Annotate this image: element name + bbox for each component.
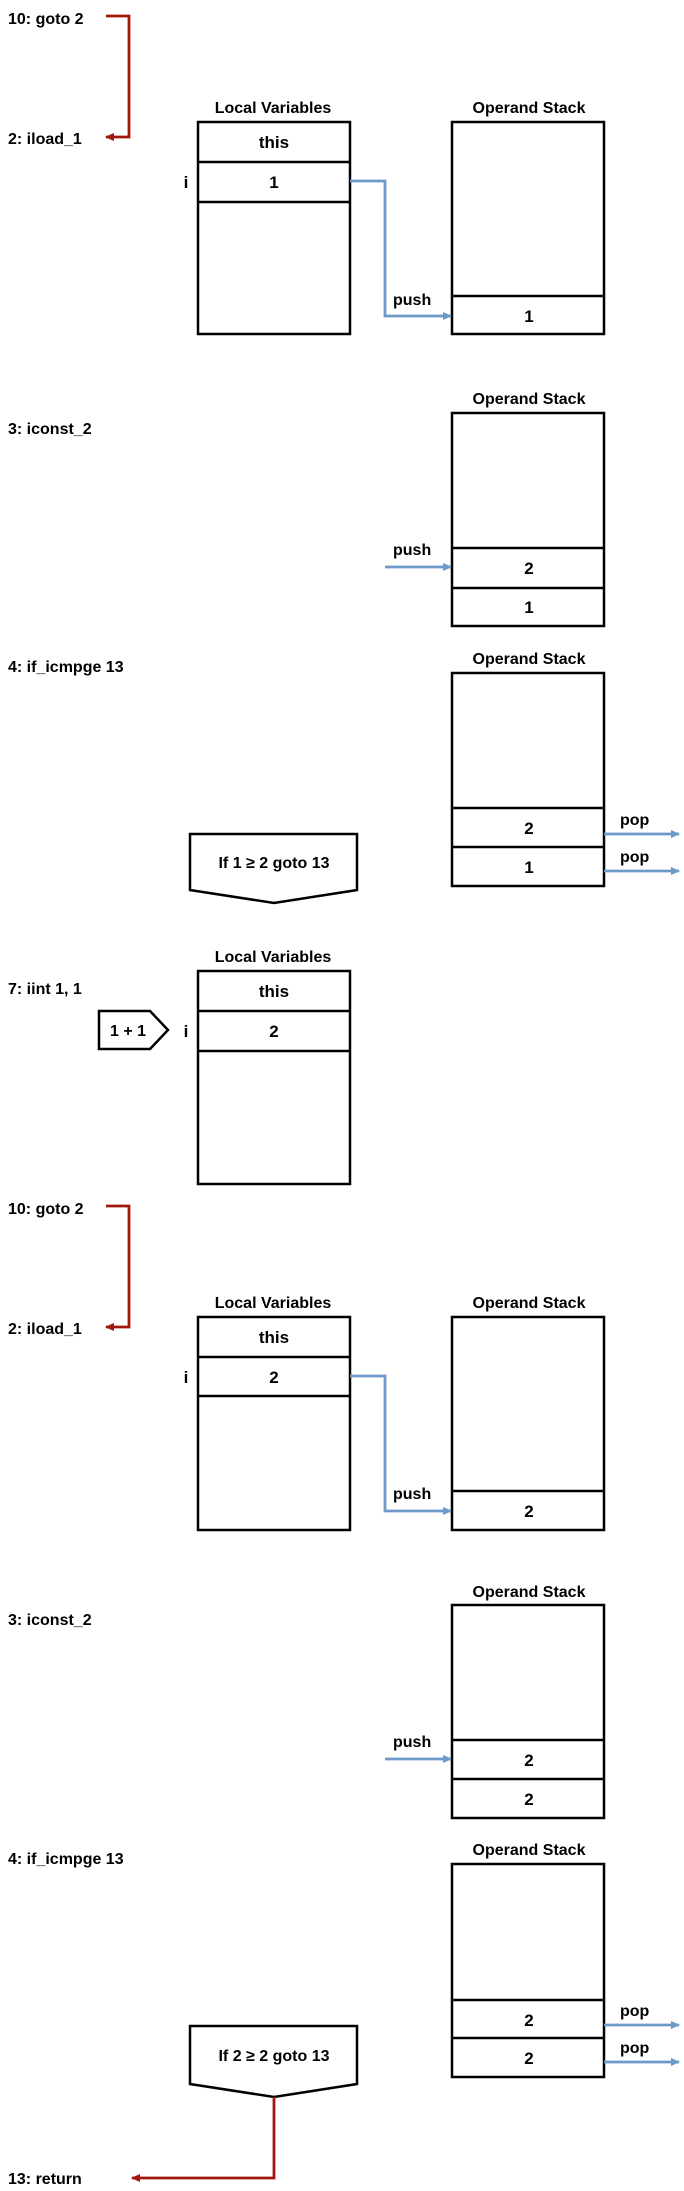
local-var-i-value: 2 bbox=[269, 1022, 278, 1041]
stack-slot-bottom: 2 bbox=[524, 2049, 533, 2068]
instruction-iload-1: 2: iload_1 bbox=[8, 1321, 82, 1338]
condition-callout bbox=[188, 832, 359, 905]
push-label: push bbox=[393, 542, 431, 559]
pop-label-top: pop bbox=[620, 812, 650, 829]
instruction-goto-2: 10: goto 2 bbox=[8, 1201, 84, 1218]
stack-slot-top: 2 bbox=[524, 1751, 533, 1770]
local-var-i-value: 1 bbox=[269, 173, 278, 192]
pop-label-bottom: pop bbox=[620, 2040, 650, 2057]
step-goto-iload-2: 10: goto 2 2: iload_1 Local Variables th… bbox=[8, 1201, 606, 1532]
operand-stack-title: Operand Stack bbox=[473, 391, 586, 408]
local-var-this: this bbox=[259, 982, 289, 1001]
stack-slot-top: 2 bbox=[524, 559, 533, 578]
local-var-i-label: i bbox=[184, 1368, 189, 1387]
instruction-goto-2: 10: goto 2 bbox=[8, 11, 84, 28]
instruction-if-icmpge: 4: if_icmpge 13 bbox=[8, 659, 124, 676]
operand-stack-title: Operand Stack bbox=[473, 1295, 586, 1312]
local-variables-title: Local Variables bbox=[215, 100, 332, 117]
goto-arrow bbox=[105, 14, 131, 141]
local-var-this: this bbox=[259, 1328, 289, 1347]
instruction-iinc: 7: iint 1, 1 bbox=[8, 981, 82, 998]
step-iinc: 7: iint 1, 1 Local Variables this i 2 1 … bbox=[8, 949, 352, 1186]
stack-slot-value: 1 bbox=[524, 307, 533, 326]
local-var-i-label: i bbox=[184, 1022, 189, 1041]
local-var-this: this bbox=[259, 133, 289, 152]
local-variables-title: Local Variables bbox=[215, 949, 332, 966]
push-arrow bbox=[350, 1374, 452, 1515]
pop-label-top: pop bbox=[620, 2003, 650, 2020]
return-arrow bbox=[131, 2097, 276, 2182]
local-var-i-label: i bbox=[184, 173, 189, 192]
operand-stack-title: Operand Stack bbox=[473, 1584, 586, 1601]
operand-stack bbox=[450, 411, 606, 628]
stack-slot-bottom: 1 bbox=[524, 598, 533, 617]
instruction-iconst-2: 3: iconst_2 bbox=[8, 1612, 92, 1629]
operand-stack bbox=[450, 671, 606, 888]
operand-stack-title: Operand Stack bbox=[473, 100, 586, 117]
stack-slot-top: 2 bbox=[524, 2011, 533, 2030]
add-text: 1 + 1 bbox=[110, 1023, 146, 1040]
stack-slot-bottom: 1 bbox=[524, 858, 533, 877]
operand-stack bbox=[450, 120, 606, 336]
local-variables-table bbox=[196, 1315, 352, 1532]
push-label: push bbox=[393, 292, 431, 309]
step-iconst-2-second: 3: iconst_2 Operand Stack 2 2 push bbox=[8, 1584, 606, 1820]
stack-slot-value: 2 bbox=[524, 1502, 533, 1521]
step-if-icmpge-second: 4: if_icmpge 13 Operand Stack 2 2 pop po… bbox=[8, 1842, 680, 2188]
instruction-if-icmpge: 4: if_icmpge 13 bbox=[8, 1851, 124, 1868]
local-variables-table bbox=[196, 969, 352, 1186]
local-variables-table bbox=[196, 120, 352, 336]
operand-stack bbox=[450, 1315, 606, 1532]
stack-slot-top: 2 bbox=[524, 819, 533, 838]
operand-stack bbox=[450, 1603, 606, 1820]
instruction-iconst-2: 3: iconst_2 bbox=[8, 421, 92, 438]
stack-slot-bottom: 2 bbox=[524, 1790, 533, 1809]
step-iconst-2-first: 3: iconst_2 Operand Stack 2 1 push bbox=[8, 391, 606, 628]
operand-stack-title: Operand Stack bbox=[473, 651, 586, 668]
instruction-iload-1: 2: iload_1 bbox=[8, 131, 82, 148]
push-label: push bbox=[393, 1734, 431, 1751]
add-callout bbox=[97, 1009, 170, 1051]
step-goto-iload-1: 10: goto 2 2: iload_1 Local Variables th… bbox=[8, 11, 606, 336]
instruction-return: 13: return bbox=[8, 2171, 82, 2188]
push-arrow bbox=[350, 179, 452, 320]
condition-callout bbox=[188, 2024, 359, 2099]
goto-arrow bbox=[105, 1204, 131, 1331]
pop-label-bottom: pop bbox=[620, 849, 650, 866]
local-variables-title: Local Variables bbox=[215, 1295, 332, 1312]
local-var-i-value: 2 bbox=[269, 1368, 278, 1387]
push-label: push bbox=[393, 1486, 431, 1503]
step-if-icmpge-first: 4: if_icmpge 13 Operand Stack 2 1 pop po… bbox=[8, 651, 680, 905]
condition-text: If 2 ≥ 2 goto 13 bbox=[218, 2048, 329, 2065]
condition-text: If 1 ≥ 2 goto 13 bbox=[218, 855, 329, 872]
operand-stack bbox=[450, 1862, 606, 2079]
operand-stack-title: Operand Stack bbox=[473, 1842, 586, 1859]
